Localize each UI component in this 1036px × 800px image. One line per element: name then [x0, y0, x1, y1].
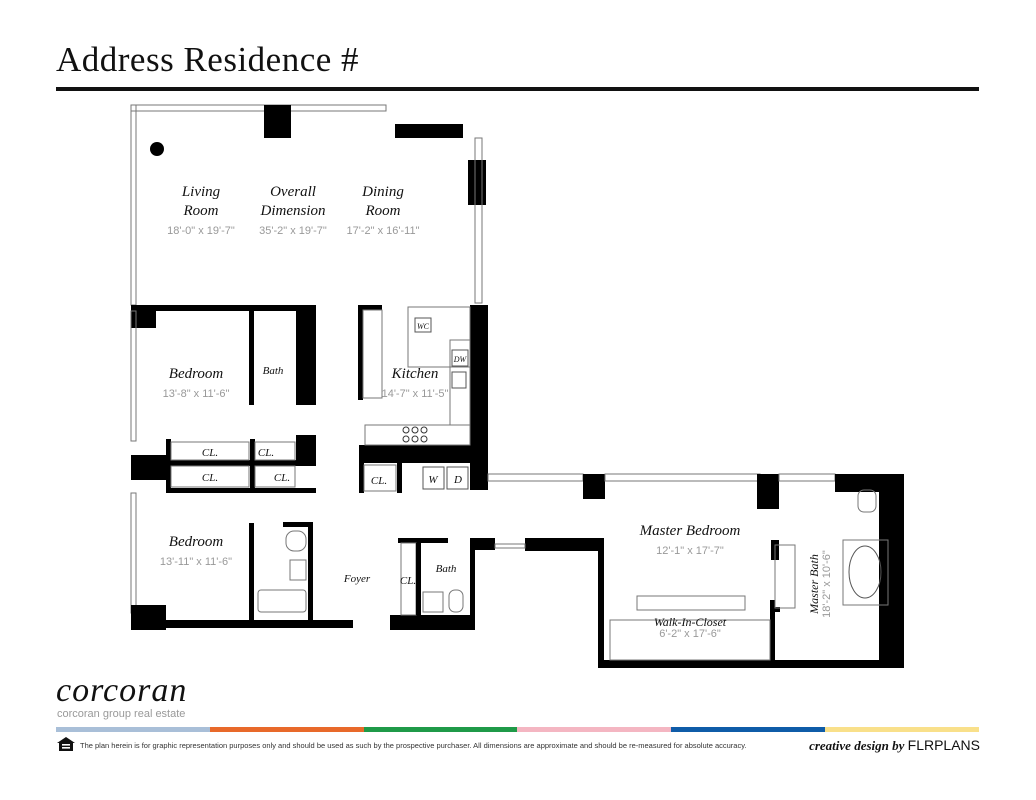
master-bedroom-dimensions: 12'-1" x 17'-7"	[656, 545, 724, 557]
credit-prefix: creative design by	[809, 738, 905, 753]
page-title: Address Residence #	[56, 40, 360, 79]
master-bath-dimensions: 18'-2" x 10'-6"	[821, 550, 833, 618]
stripe-3	[363, 727, 518, 732]
brand-logo: corcoran	[56, 672, 188, 709]
brand-subtitle: corcoran group real estate	[57, 708, 186, 720]
stripe-6	[825, 727, 979, 732]
credit-brand: FLRPLANS	[907, 737, 980, 753]
stripe-1	[56, 727, 210, 732]
master-bath-label: Master Bath	[807, 554, 821, 615]
dryer-label: D	[453, 474, 462, 486]
walk-in-closet-label: Walk-In-Closet	[654, 615, 727, 629]
dw-label: DW	[453, 355, 468, 364]
living-room-dimensions: 18'-0" x 19'-7"	[167, 225, 235, 237]
kitchen-label: Kitchen	[391, 366, 439, 382]
living-room-label-1: Living	[181, 184, 221, 200]
overall-label-2: Dimension	[260, 203, 326, 219]
overall-dimensions: 35'-2" x 19'-7"	[259, 225, 327, 237]
bath1-label: Bath	[263, 365, 284, 377]
bath2-label: Bath	[436, 563, 457, 575]
overall-label-1: Overall	[270, 184, 316, 200]
washer-label: W	[428, 474, 438, 486]
bedroom1-label: Bedroom	[169, 366, 224, 382]
equal-housing-icon	[57, 737, 75, 751]
title-divider	[56, 87, 979, 91]
design-credit: creative design by FLRPLANS	[809, 737, 980, 754]
bedroom2-label: Bedroom	[169, 534, 224, 550]
bedroom1-dimensions: 13'-8" x 11'-6"	[163, 388, 230, 400]
disclaimer-text: The plan herein is for graphic represent…	[80, 741, 747, 750]
closet-label-3: CL.	[202, 472, 218, 484]
kitchen-dimensions: 14'-7" x 11'-5"	[382, 388, 449, 400]
master-bedroom-label: Master Bedroom	[639, 523, 741, 539]
dining-room-label-1: Dining	[361, 184, 404, 200]
stripe-5	[671, 727, 826, 732]
closet-label-4: CL.	[274, 472, 290, 484]
color-stripe-bar	[56, 727, 979, 732]
dining-room-dimensions: 17'-2" x 16'-11"	[347, 225, 420, 237]
foyer-label: Foyer	[343, 573, 371, 585]
stripe-4	[517, 727, 672, 732]
dining-room-label-2: Room	[365, 203, 401, 219]
stripe-2	[209, 727, 364, 732]
bedroom2-dimensions: 13'-11" x 11'-6"	[160, 556, 232, 568]
wc-label: WC	[417, 322, 430, 331]
closet-label-6: CL.	[400, 575, 416, 587]
closet-label-5: CL.	[371, 475, 387, 487]
walk-in-closet-dimensions: 6'-2" x 17'-6"	[659, 628, 721, 640]
closet-label-2: CL.	[258, 447, 274, 459]
living-room-label-2: Room	[183, 203, 219, 219]
closet-label-1: CL.	[202, 447, 218, 459]
